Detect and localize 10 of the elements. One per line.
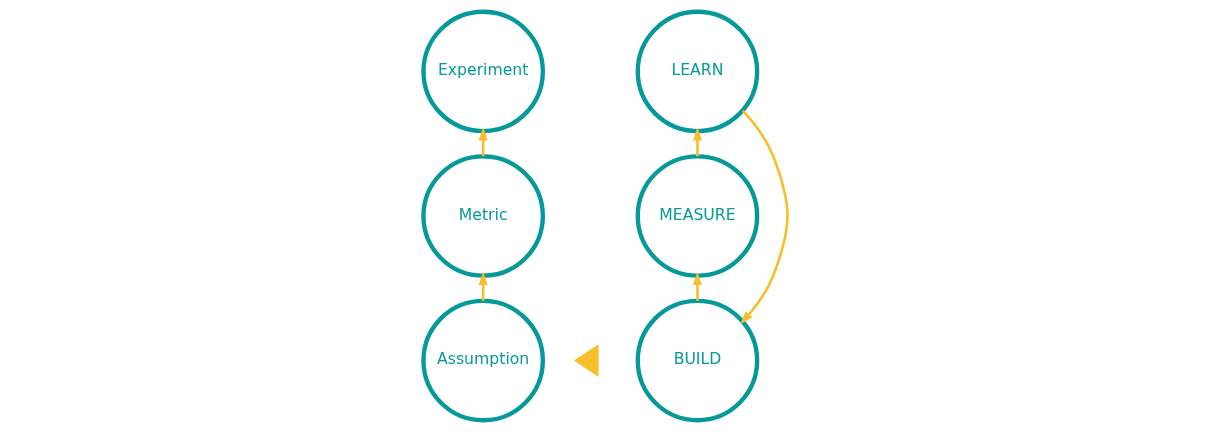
arrow: [740, 109, 789, 325]
node-circle: Assumption: [421, 298, 545, 423]
node-circle: Experiment: [421, 9, 545, 134]
arrow: [692, 127, 703, 157]
node-circle: MEASURE: [635, 154, 760, 278]
arrow: [692, 271, 703, 301]
node-circle: BUILD: [635, 298, 760, 423]
node-circle: LEARN: [635, 9, 760, 134]
node-circle: Metric: [421, 154, 545, 278]
node-triangle: [574, 344, 599, 377]
